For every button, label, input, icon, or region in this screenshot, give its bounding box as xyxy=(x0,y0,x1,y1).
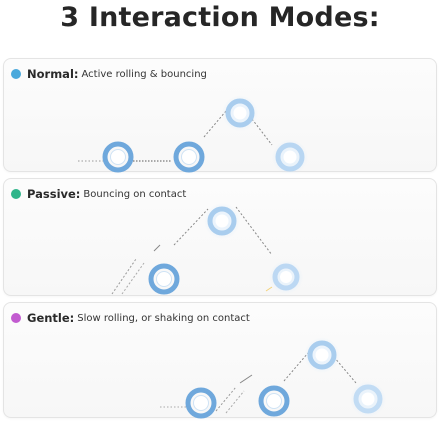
normal-motion-illustration xyxy=(78,95,308,173)
mode-description-gentle: Slow rolling, or shaking on contact xyxy=(77,312,250,324)
bounce-trail xyxy=(251,118,273,146)
mode-name-passive: Passive: xyxy=(27,187,81,201)
bounce-trail xyxy=(235,206,273,256)
mode-description-normal: Active rolling & bouncing xyxy=(81,68,207,80)
contact-trail xyxy=(153,244,161,252)
passive-motion-illustration xyxy=(111,203,303,295)
contact-trail xyxy=(121,262,145,295)
bounce-trail xyxy=(173,208,209,246)
gentle-motion-illustration xyxy=(160,337,386,419)
ball-icon xyxy=(222,95,258,131)
ball-icon xyxy=(304,337,340,373)
mode-panel-passive: Passive: Bouncing on contact xyxy=(3,178,437,296)
mode-name-gentle: Gentle: xyxy=(27,311,75,325)
contact-trail xyxy=(239,374,253,384)
ball-icon xyxy=(204,203,240,239)
mode-description-passive: Bouncing on contact xyxy=(83,188,187,200)
mode-label-normal: Normal: Active rolling & bouncing xyxy=(11,67,207,81)
page-title: 3 Interaction Modes: xyxy=(60,2,380,33)
ball-icon xyxy=(102,141,134,173)
mode-label-gentle: Gentle: Slow rolling, or shaking on cont… xyxy=(11,311,250,325)
mode-dot-gentle xyxy=(11,313,21,323)
ball-icon xyxy=(265,260,303,294)
ball-icon xyxy=(258,385,290,417)
ball-icon xyxy=(185,387,217,419)
roll-trail xyxy=(215,386,237,412)
ball-icon xyxy=(173,141,205,173)
roll-trail xyxy=(225,390,245,414)
mode-panel-gentle: Gentle: Slow rolling, or shaking on cont… xyxy=(3,302,437,419)
mode-name-normal: Normal: xyxy=(27,67,79,81)
ball-icon xyxy=(350,381,386,417)
mode-dot-normal xyxy=(11,69,21,79)
ball-icon xyxy=(148,263,180,295)
ball-icon xyxy=(272,139,308,173)
mode-label-passive: Passive: Bouncing on contact xyxy=(11,187,186,201)
contact-trail xyxy=(111,258,137,295)
mode-dot-passive xyxy=(11,189,21,199)
mode-panel-normal: Normal: Active rolling & bouncing xyxy=(3,58,437,173)
